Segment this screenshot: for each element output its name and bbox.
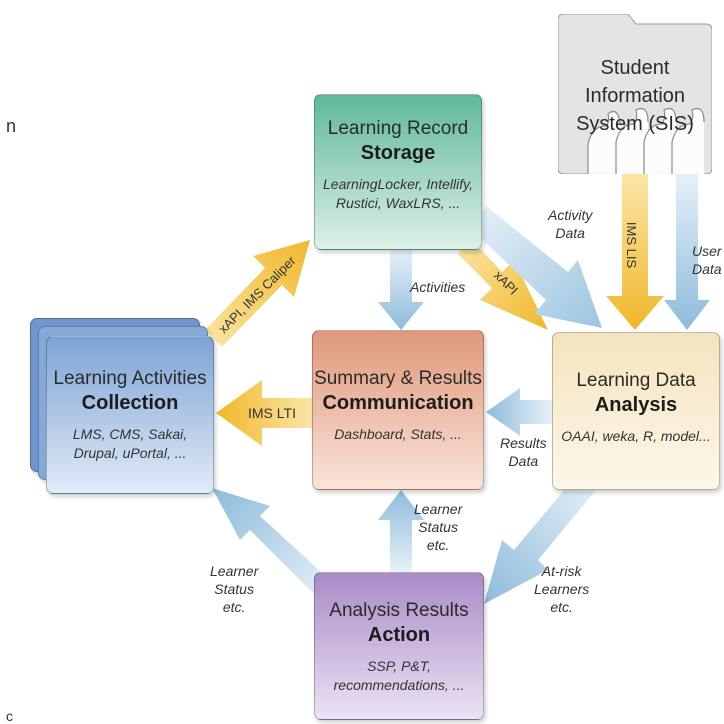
sis-folder-shape xyxy=(558,14,712,174)
stray-text-top: n xyxy=(6,116,17,136)
label-ims-lti: IMS LTI xyxy=(248,405,296,421)
label-learner-status-center-line3: etc. xyxy=(426,537,450,553)
label-results-data: Results Data xyxy=(500,434,547,470)
collection-title: Learning Activities xyxy=(53,368,207,389)
communication-title: Summary & Results xyxy=(314,368,482,389)
storage-title-bold: Storage xyxy=(360,142,436,164)
storage-examples-line1: LearningLocker, Intellify, xyxy=(323,176,473,192)
sis-line3: System (SIS) xyxy=(576,113,694,135)
label-at-risk-line1: At-risk xyxy=(541,563,582,579)
analysis-box: Learning Data Analysis OAAI, weka, R, mo… xyxy=(552,332,720,490)
action-examples-line1: SSP, P&T, xyxy=(367,658,431,674)
storage-examples: LearningLocker, Intellify, Rustici, WaxL… xyxy=(315,175,481,213)
sis-line1: Student xyxy=(600,57,670,79)
arrow-action-to-collection xyxy=(212,488,332,598)
label-learner-status-center-line1: Learner xyxy=(414,501,463,517)
sis-box: Student Information System (SIS) xyxy=(558,14,712,174)
action-title: Analysis Results xyxy=(329,600,469,621)
arrow-analysis-to-communication xyxy=(486,388,552,436)
communication-examples: Dashboard, Stats, ... xyxy=(313,425,483,444)
collection-examples-line1: LMS, CMS, Sakai, xyxy=(72,426,188,442)
analysis-title-bold: Analysis xyxy=(594,394,678,416)
stray-text-bottom: c xyxy=(6,708,13,724)
collection-title-bold: Collection xyxy=(81,392,179,414)
arrow-sis-user-data xyxy=(664,172,710,330)
label-learner-status-left-line3: etc. xyxy=(222,599,246,615)
label-learner-status-left-line2: Status xyxy=(214,581,254,597)
label-learner-status-left: Learner Status etc. xyxy=(210,562,258,616)
label-at-risk: At-risk Learners etc. xyxy=(534,562,589,616)
action-box: Analysis Results Action SSP, P&T, recomm… xyxy=(314,572,484,720)
label-results-data-line2: Data xyxy=(508,453,539,469)
label-activity-data-line1: Activity xyxy=(548,207,593,223)
silhouettes-icon xyxy=(588,108,704,174)
sis-line2: Information xyxy=(584,85,686,107)
arrow-storage-to-analysis-xapi xyxy=(458,238,548,330)
label-activities: Activities xyxy=(410,279,466,295)
label-activity-data-line2: Data xyxy=(555,225,585,241)
collection-examples-line2: Drupal, uPortal, ... xyxy=(73,445,187,461)
label-results-data-line1: Results xyxy=(500,435,547,451)
collection-examples: LMS, CMS, Sakai, Drupal, uPortal, ... xyxy=(47,425,213,463)
communication-title-bold: Communication xyxy=(322,392,474,414)
arrow-sis-to-analysis xyxy=(606,172,664,330)
arrow-action-to-communication xyxy=(378,490,424,572)
action-examples-line2: recommendations, ... xyxy=(333,677,465,693)
label-activity-data: Activity Data xyxy=(548,206,592,242)
communication-box: Summary & Results Communication Dashboar… xyxy=(312,330,484,490)
label-learner-status-center: Learner Status etc. xyxy=(414,500,462,554)
label-learner-status-center-line2: Status xyxy=(418,519,458,535)
storage-examples-line2: Rustici, WaxLRS, ... xyxy=(335,195,461,211)
action-title-bold: Action xyxy=(367,624,431,646)
arrow-storage-to-communication xyxy=(378,250,424,330)
communication-examples-line1: Dashboard, Stats, ... xyxy=(334,426,462,442)
label-user-data-line2: Data xyxy=(692,261,722,277)
label-at-risk-line2: Learners xyxy=(534,581,590,597)
label-at-risk-line3: etc. xyxy=(550,599,573,615)
collection-box: Learning Activities Collection LMS, CMS,… xyxy=(46,336,214,494)
label-user-data-line1: User xyxy=(692,243,722,259)
analysis-examples-line1: OAAI, weka, R, model... xyxy=(561,428,711,444)
arrow-communication-to-collection xyxy=(216,380,312,446)
label-user-data: User Data xyxy=(692,242,722,278)
label-learner-status-left-line1: Learner xyxy=(210,563,259,579)
arrow-storage-to-analysis-activity xyxy=(470,206,602,328)
arrow-collection-to-storage xyxy=(205,240,310,347)
analysis-examples: OAAI, weka, R, model... xyxy=(553,427,719,446)
label-ims-lis: IMS LIS xyxy=(624,221,640,269)
analysis-title: Learning Data xyxy=(576,370,696,391)
action-examples: SSP, P&T, recommendations, ... xyxy=(315,657,483,695)
arrow-analysis-to-action xyxy=(484,476,596,604)
storage-title: Learning Record xyxy=(327,118,469,139)
storage-box: Learning Record Storage LearningLocker, … xyxy=(314,94,482,250)
